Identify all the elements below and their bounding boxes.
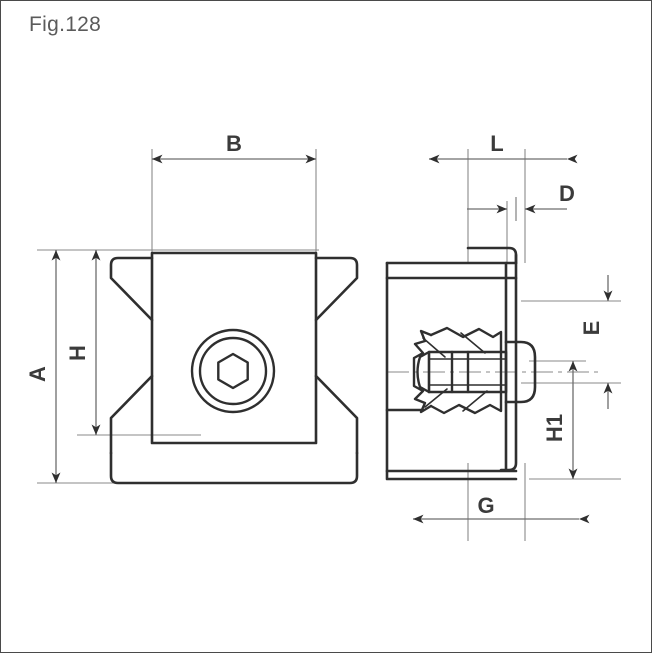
front-view-left-lower-wing xyxy=(109,374,154,455)
dim-label-E: E xyxy=(579,321,604,336)
side-view-body-outline xyxy=(385,261,518,481)
front-view-base-plate xyxy=(109,451,359,485)
dim-label-D: D xyxy=(559,181,575,206)
hatch-stroke-4 xyxy=(462,390,488,412)
screw-outer-circle xyxy=(190,328,276,414)
front-view-right-upper-wing xyxy=(314,256,359,322)
side-view-geometry xyxy=(385,246,537,481)
section-hatch xyxy=(422,332,488,412)
screw-head-dome xyxy=(504,340,537,404)
front-view-geometry xyxy=(109,251,359,485)
screw-shaft xyxy=(427,350,508,394)
dim-label-A: A xyxy=(25,366,50,382)
dimension-labels-group: A H B L D E H1 G xyxy=(25,131,604,518)
break-line-right-side xyxy=(429,326,503,415)
figure-label: Fig.128 xyxy=(29,13,102,36)
front-view-right-lower-wing xyxy=(314,374,359,455)
front-view-left-upper-wing xyxy=(109,256,154,322)
dim-label-B: B xyxy=(226,131,242,156)
screw-inner-circle xyxy=(198,336,268,406)
front-view-body-rect xyxy=(150,251,318,445)
dim-label-G: G xyxy=(477,493,494,518)
side-view-flange-plate xyxy=(499,253,518,472)
dim-label-H: H xyxy=(65,345,90,361)
hatch-stroke-1 xyxy=(422,337,446,358)
hex-socket-icon xyxy=(217,352,249,390)
dim-label-H1: H1 xyxy=(542,414,567,442)
side-view-top-boss xyxy=(466,246,518,265)
dim-label-L: L xyxy=(490,131,503,156)
screw-shaft-tip xyxy=(416,350,431,394)
hatch-stroke-2 xyxy=(460,332,486,354)
dimension-lines-group xyxy=(51,154,613,524)
